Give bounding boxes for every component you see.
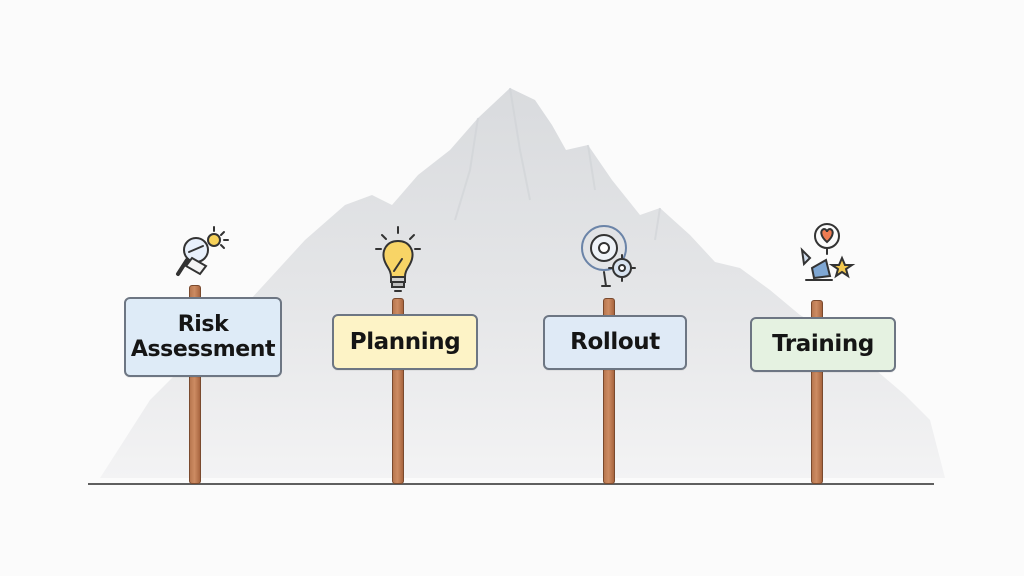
sign-rollout: Rollout [543,315,687,370]
sign-planning: Planning [332,314,478,370]
sign-label-line: Rollout [570,329,660,356]
sign-label: Rollout [570,329,660,355]
sign-label: Training [772,331,874,357]
mountain-shape [100,88,945,478]
mountain-ridge [454,87,661,241]
compass-magnifier-icon [172,222,236,290]
sign-label-line: Assessment [130,337,276,362]
sign-label-line: Training [772,331,874,358]
sign-label: Planning [350,329,461,355]
sign-training: Training [750,317,896,372]
sign-label-line: Planning [349,328,461,355]
gears-icon [576,222,642,300]
lightbulb-icon [374,225,422,303]
ground-line [88,483,934,485]
sign-label-line: Risk [177,311,229,337]
heart-star-icon [792,220,862,298]
